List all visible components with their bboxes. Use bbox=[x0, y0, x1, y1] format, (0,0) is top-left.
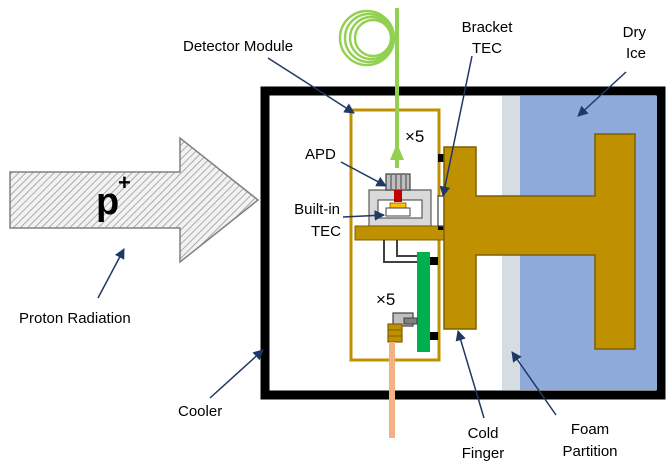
arrow-proton-radiation bbox=[97, 248, 125, 299]
label-foam-partition-2: Partition bbox=[562, 443, 617, 460]
arrow-cooler bbox=[209, 349, 264, 399]
pcb-board bbox=[417, 252, 430, 352]
label-bracket-tec-1: Bracket bbox=[462, 19, 514, 36]
label-detector-module: Detector Module bbox=[183, 38, 293, 55]
label-proton-radiation: Proton Radiation bbox=[19, 310, 131, 327]
arrow-cold-finger bbox=[455, 329, 485, 419]
label-foam-partition-1: Foam bbox=[571, 421, 609, 438]
proton-symbol: p bbox=[96, 181, 119, 223]
arrow-foam-partition bbox=[511, 351, 557, 416]
proton-charge: + bbox=[118, 170, 131, 195]
label-cold-finger-1: Cold bbox=[468, 425, 499, 442]
label-dry-ice-2: Ice bbox=[626, 45, 646, 62]
label-multiplier-top: ×5 bbox=[405, 127, 424, 146]
cold-finger bbox=[443, 133, 636, 350]
label-builtin-tec-2: TEC bbox=[311, 223, 341, 240]
label-builtin-tec-1: Built-in bbox=[294, 201, 340, 218]
label-apd: APD bbox=[305, 146, 336, 163]
arrow-dry-ice bbox=[577, 71, 627, 117]
arrow-apd bbox=[340, 161, 387, 187]
arrow-builtin-tec bbox=[342, 210, 386, 221]
label-bracket-tec-2: TEC bbox=[472, 40, 502, 57]
label-cold-finger-2: Finger bbox=[462, 445, 505, 462]
bracket-tec bbox=[437, 195, 445, 227]
fiber-coil-icon bbox=[338, 9, 396, 67]
arrow-bracket-tec bbox=[439, 55, 473, 198]
coax-connector bbox=[387, 312, 418, 343]
label-dry-ice-1: Dry bbox=[623, 24, 647, 41]
label-cooler: Cooler bbox=[178, 403, 222, 420]
arrow-detector-module bbox=[267, 57, 355, 114]
module-shelf bbox=[354, 225, 446, 241]
proton-beam-arrow bbox=[9, 136, 260, 264]
label-multiplier-bottom: ×5 bbox=[376, 290, 395, 309]
annotation-arrows bbox=[97, 55, 627, 419]
